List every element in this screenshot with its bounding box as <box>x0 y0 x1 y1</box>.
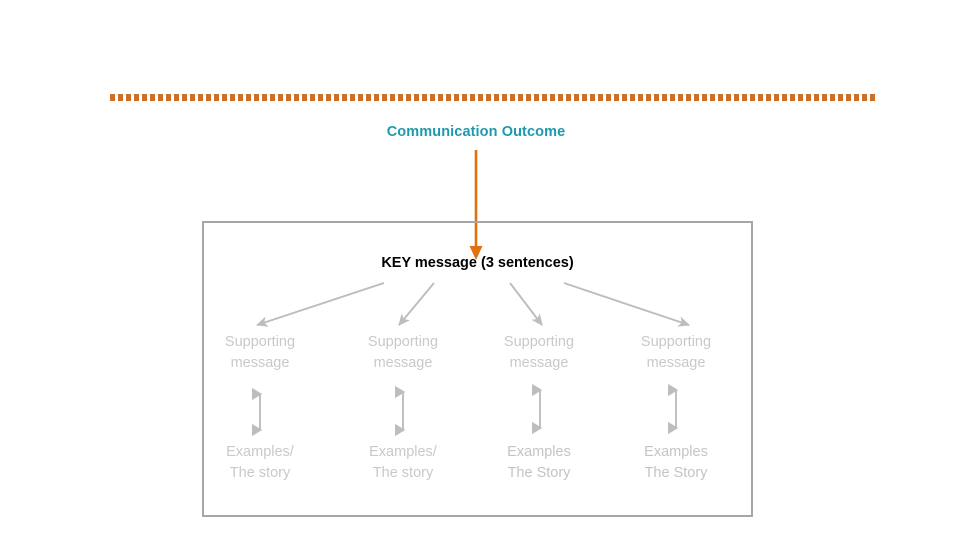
supporting-message-1: Supporting message <box>185 332 335 374</box>
example-story-2-line2: The story <box>372 465 434 481</box>
supporting-message-3-line2: message <box>509 355 569 371</box>
example-story-1-line1: Examples/ <box>226 444 294 460</box>
supporting-message-2-line1: Supporting <box>367 334 439 350</box>
example-story-4-line2: The Story <box>644 465 708 481</box>
supporting-message-4-line1: Supporting <box>640 334 712 350</box>
supporting-message-4: Supporting message <box>601 332 751 374</box>
supporting-message-2-line2: message <box>373 355 433 371</box>
diagram-frame <box>202 221 753 517</box>
example-story-2: Examples/ The story <box>328 442 478 484</box>
example-story-2-line1: Examples/ <box>369 444 437 460</box>
example-story-1-line2: The story <box>229 465 291 481</box>
example-story-4-line1: Examples <box>644 444 708 460</box>
supporting-message-1-line2: message <box>230 355 290 371</box>
example-story-4: Examples The Story <box>601 442 751 484</box>
example-story-1: Examples/ The story <box>185 442 335 484</box>
supporting-message-3-line1: Supporting <box>503 334 575 350</box>
page-title: Communication Outcome <box>0 124 960 140</box>
orange-down-arrow-icon <box>469 150 483 260</box>
example-story-3-line1: Examples <box>507 444 571 460</box>
example-story-3: Examples The Story <box>464 442 614 484</box>
example-story-3-line2: The Story <box>507 465 571 481</box>
supporting-message-4-line2: message <box>646 355 706 371</box>
page-title-text: Communication Outcome <box>386 124 566 140</box>
key-message-label: KEY message (3 sentences) <box>381 255 574 271</box>
supporting-message-3: Supporting message <box>464 332 614 374</box>
supporting-message-1-line1: Supporting <box>224 334 296 350</box>
supporting-message-2: Supporting message <box>328 332 478 374</box>
dotted-divider <box>110 94 876 101</box>
